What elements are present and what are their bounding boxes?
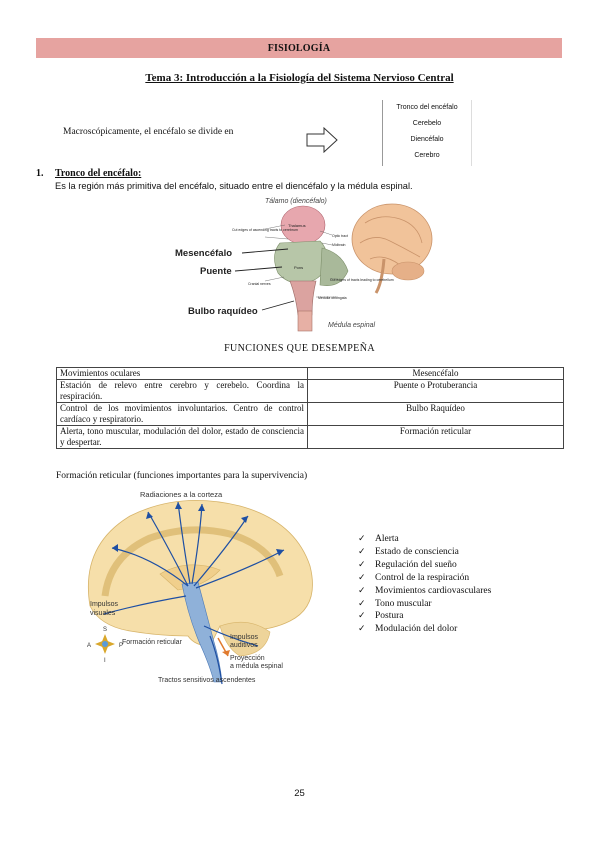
- section-title: Tronco del encéfalo:: [55, 168, 142, 179]
- table-cell: Puente o Protuberancia: [307, 379, 564, 403]
- list-item: Movimientos cardiovasculares: [358, 585, 491, 598]
- brain-sagittal-shape: [351, 203, 433, 294]
- page-number: 25: [294, 788, 305, 799]
- medula-label: Médula espinal: [328, 322, 376, 329]
- subject-title: FISIOLOGÍA: [267, 42, 331, 54]
- brainstem-illustration: Tálamo (diencéfalo) Thalamus Cut edges o…: [175, 198, 433, 332]
- brain-divisions-list: Tronco del encéfalo Cerebelo Diencéfalo …: [382, 100, 472, 166]
- right-arrow-icon: [306, 127, 338, 153]
- tractos-label: Tractos sensitivos ascendentes: [158, 677, 256, 684]
- compass-a-label: A: [87, 643, 91, 649]
- cerebellum-shape: [219, 621, 271, 657]
- compass-p-label: P: [119, 643, 123, 649]
- projection-arrow-head: [222, 650, 230, 656]
- table-row: Movimientos oculares Mesencéfalo: [56, 367, 564, 380]
- list-item: Estado de consciencia: [358, 546, 491, 559]
- division-item: Diencéfalo: [410, 136, 444, 143]
- cut-tracts-label: Cut edges of tracts leading to cerebellu…: [330, 278, 394, 282]
- medulla-oblongata-label: Medulla oblongata: [318, 296, 347, 300]
- reticular-title: Formación reticular (funciones important…: [56, 471, 308, 481]
- reticular-formation-illustration: Radiaciones a la corteza Impulsos visual…: [87, 490, 313, 685]
- list-item: Postura: [358, 610, 491, 623]
- medulla-shape: [289, 280, 317, 316]
- optic-tract-label: Optic tract: [332, 234, 348, 238]
- compass-icon: [95, 634, 115, 654]
- impulsos-visuales-label: visuales: [90, 610, 116, 617]
- bulbo-label: Bulbo raquídeo: [188, 306, 258, 317]
- section-text: Es la región más primitiva del encéfalo,…: [55, 181, 413, 191]
- table-cell: Estación de relevo entre cerebro y cereb…: [56, 379, 308, 403]
- puente-label: Puente: [200, 266, 232, 277]
- functions-table: Movimientos oculares Mesencéfalo Estació…: [56, 367, 564, 449]
- talamo-label: Tálamo (diencéfalo): [265, 198, 327, 205]
- table-row: Alerta, tono muscular, modulación del do…: [56, 425, 564, 449]
- table-cell: Alerta, tono muscular, modulación del do…: [56, 425, 308, 449]
- intro-text: Macroscópicamente, el encéfalo se divide…: [63, 127, 234, 137]
- division-item: Cerebro: [414, 152, 440, 159]
- division-item: Cerebelo: [412, 120, 442, 127]
- radiaciones-label: Radiaciones a la corteza: [140, 490, 223, 499]
- midbrain-label: Midbrain: [332, 243, 345, 247]
- cut-edges-label: Cut edges of ascending tracts to cerebru…: [232, 228, 298, 232]
- pons-shape: [274, 240, 328, 284]
- functions-title: FUNCIONES QUE DESEMPEÑA: [224, 343, 375, 354]
- table-cell: Bulbo Raquídeo: [307, 402, 564, 426]
- impulsos-auditivos-label: Impulsos: [230, 634, 259, 641]
- pons-label: Pons: [294, 265, 303, 270]
- topic-title: Tema 3: Introducción a la Fisiología del…: [145, 72, 454, 84]
- impulsos-auditivos-label: auditivos: [230, 642, 258, 649]
- proyeccion-label: a médula espinal: [230, 663, 283, 670]
- table-row: Control de los movimientos involuntarios…: [56, 402, 564, 426]
- cerebellar-peduncle-shape: [319, 247, 349, 286]
- formacion-reticular-label: Formación reticular: [122, 639, 183, 646]
- table-cell: Mesencéfalo: [307, 367, 564, 380]
- corpus-callosum-shape: [101, 526, 284, 597]
- compass-i-label: I: [104, 658, 106, 664]
- table-cell: Control de los movimientos involuntarios…: [56, 402, 308, 426]
- arrow-heads: [112, 502, 284, 556]
- mesencefalo-label: Mesencéfalo: [175, 248, 232, 259]
- table-row: Estación de relevo entre cerebro y cereb…: [56, 379, 564, 403]
- list-item: Control de la respiración: [358, 572, 491, 585]
- division-item: Tronco del encéfalo: [396, 104, 458, 111]
- table-cell: Formación reticular: [307, 425, 564, 449]
- spinal-cord-shape: [297, 310, 313, 332]
- list-item: Regulación del sueño: [358, 559, 491, 572]
- impulsos-visuales-label: Impulsos: [90, 601, 119, 608]
- radiation-arrows: [103, 501, 285, 685]
- list-item: Modulación del dolor: [358, 623, 491, 636]
- section-number: 1.: [36, 168, 44, 179]
- compass-s-label: S: [103, 627, 107, 633]
- list-item: Alerta: [358, 533, 491, 546]
- list-item: Tono muscular: [358, 598, 491, 611]
- proyeccion-label: Proyección: [230, 655, 265, 662]
- table-cell: Movimientos oculares: [56, 367, 308, 380]
- subject-header-bar: FISIOLOGÍA: [36, 38, 562, 58]
- thalamus-label: Thalamus: [288, 223, 306, 228]
- reticular-functions-list: Alerta Estado de consciencia Regulación …: [358, 533, 491, 636]
- cranial-nerves-label: Cranial nerves: [248, 282, 271, 286]
